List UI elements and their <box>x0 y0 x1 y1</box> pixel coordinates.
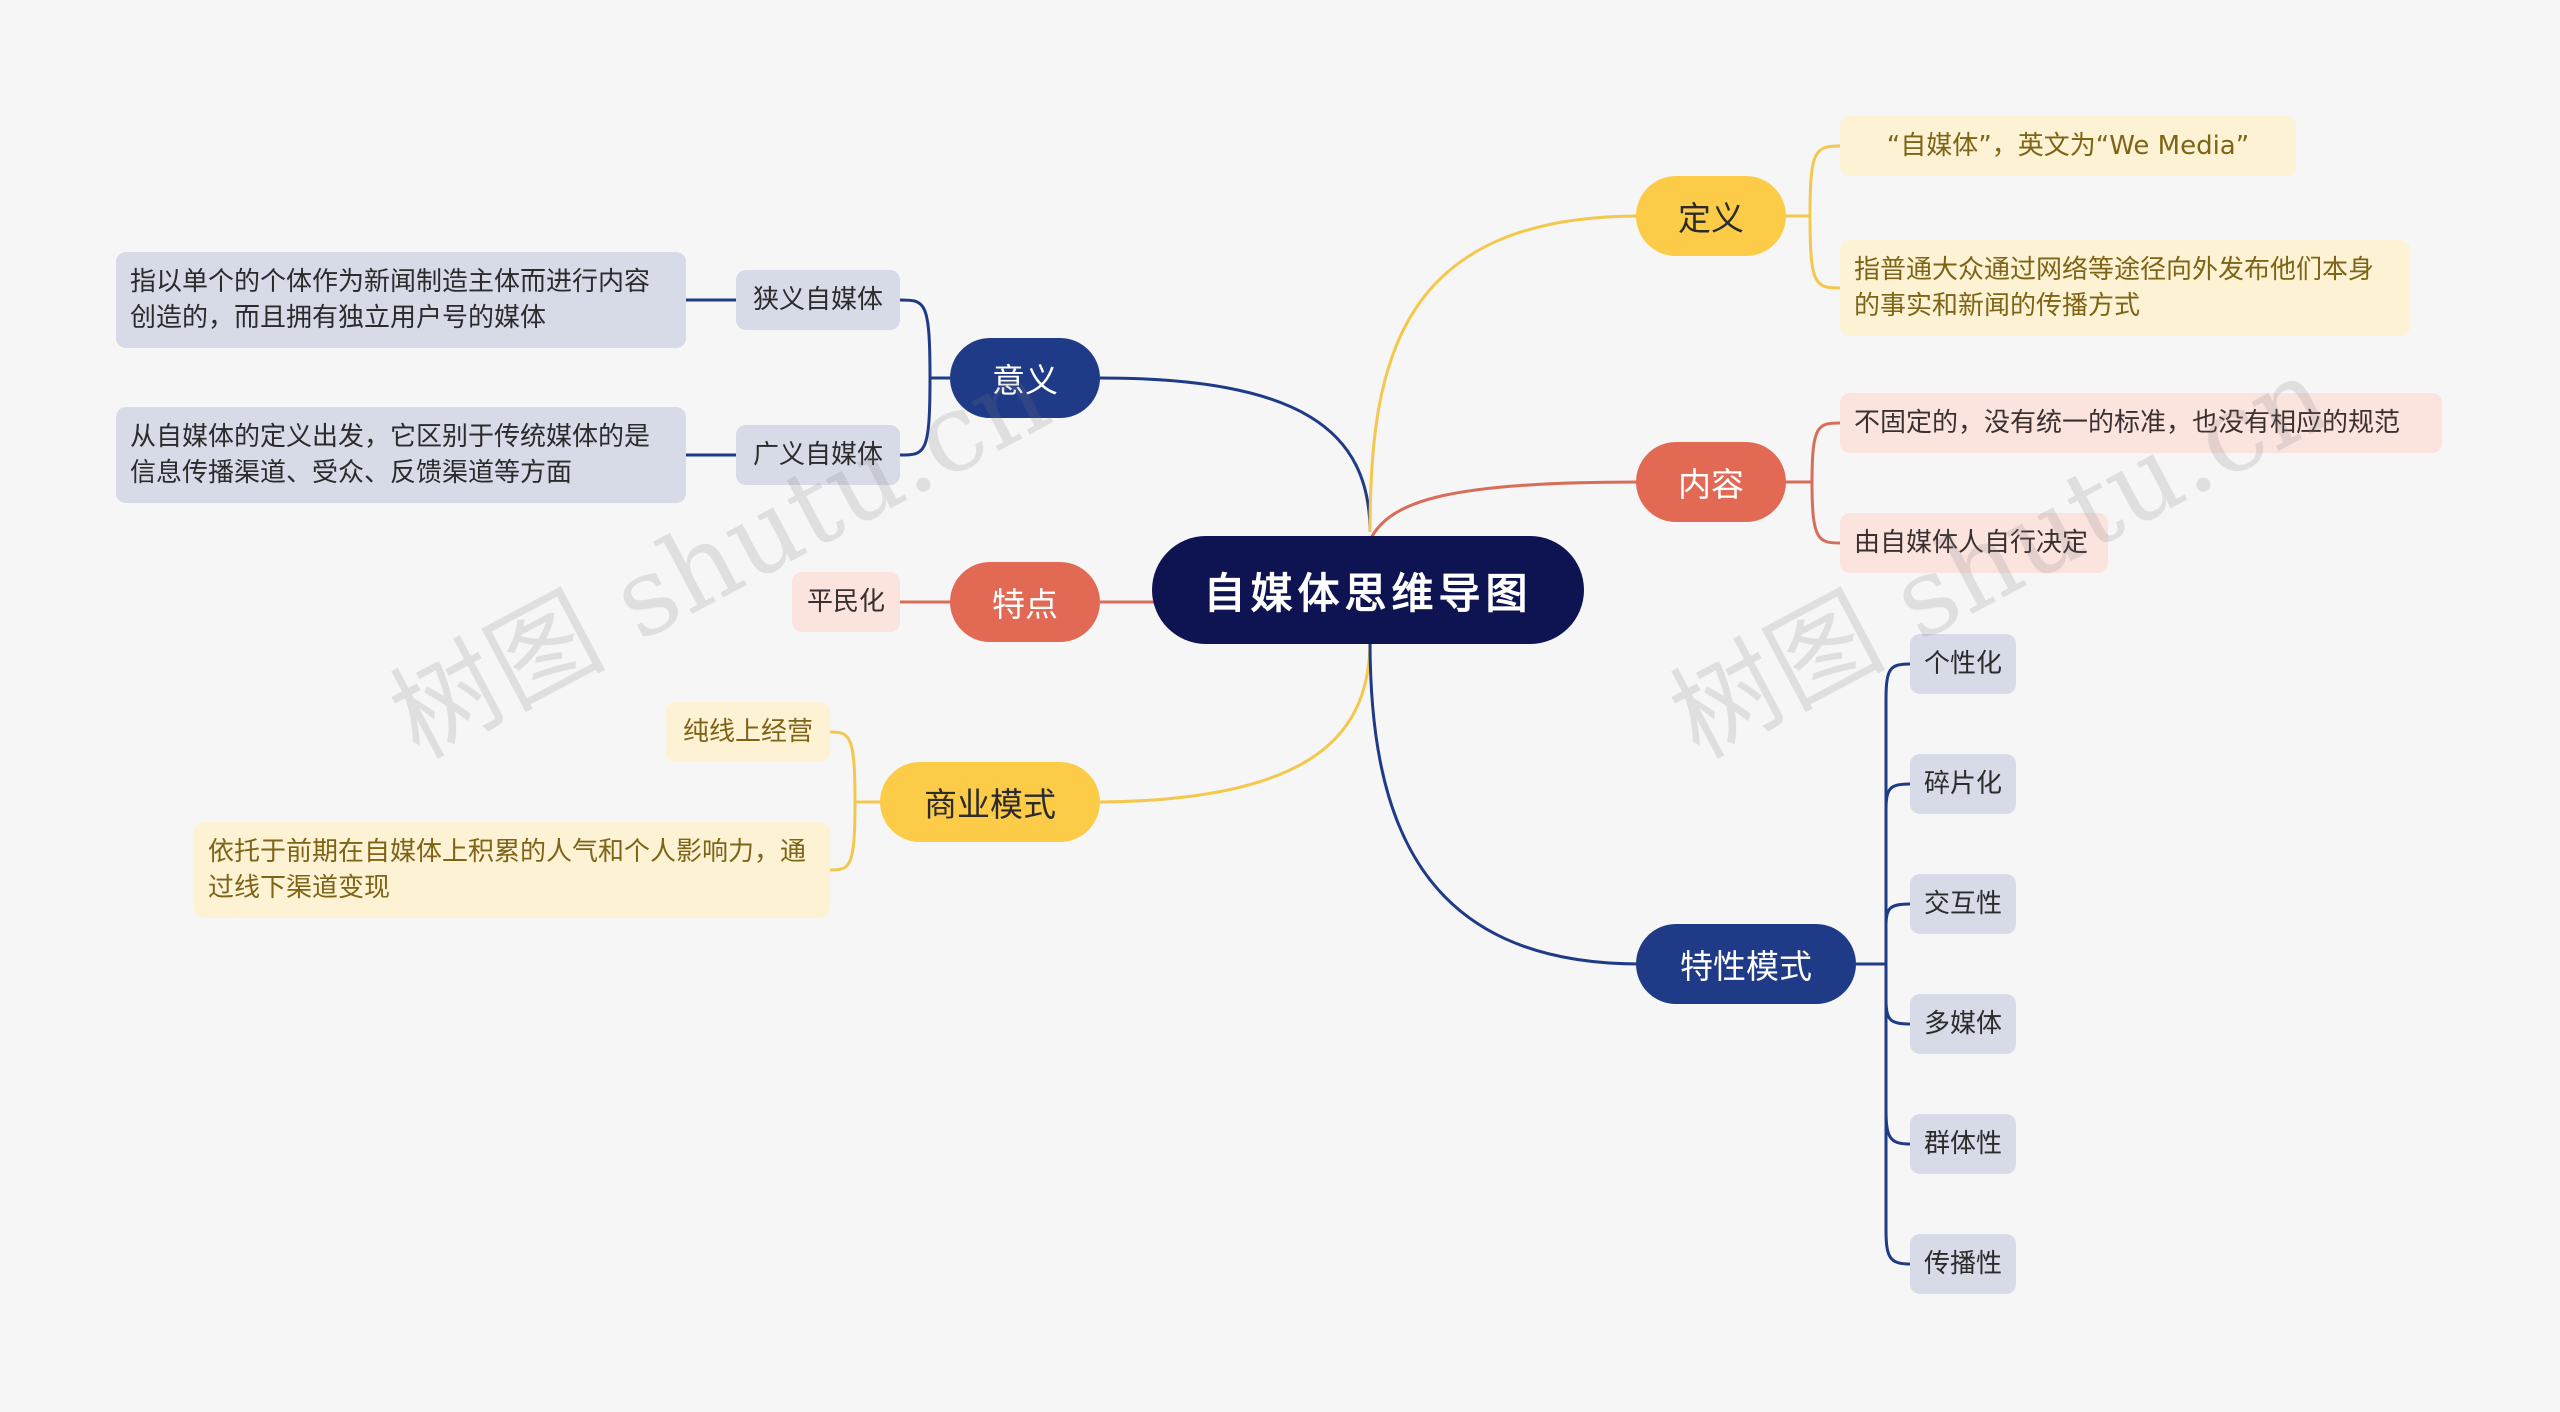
business-item-offline[interactable]: 依托于前期在自媒体上积累的人气和个人影响力，通过线下渠道变现 <box>194 822 830 918</box>
content-item-unfixed[interactable]: 不固定的，没有统一的标准，也没有相应的规范 <box>1840 393 2442 453</box>
branch-feature[interactable]: 特点 <box>950 562 1100 642</box>
branch-definition[interactable]: 定义 <box>1636 176 1786 256</box>
mode-item-group[interactable]: 群体性 <box>1910 1114 2016 1174</box>
mode-item-interactive[interactable]: 交互性 <box>1910 874 2016 934</box>
business-item-online[interactable]: 纯线上经营 <box>666 702 830 762</box>
branch-business[interactable]: 商业模式 <box>880 762 1100 842</box>
feature-item[interactable]: 平民化 <box>792 572 900 632</box>
mode-item-personalized[interactable]: 个性化 <box>1910 634 2016 694</box>
meaning-broad-node[interactable]: 广义自媒体 <box>736 425 900 485</box>
branch-content[interactable]: 内容 <box>1636 442 1786 522</box>
root-topic[interactable]: 自媒体思维导图 <box>1152 536 1584 644</box>
meaning-narrow-desc[interactable]: 指以单个的个体作为新闻制造主体而进行内容创造的，而且拥有独立用户号的媒体 <box>116 252 686 348</box>
definition-item-meaning[interactable]: 指普通大众通过网络等途径向外发布他们本身的事实和新闻的传播方式 <box>1840 240 2410 336</box>
mode-item-spread[interactable]: 传播性 <box>1910 1234 2016 1294</box>
content-item-self-decided[interactable]: 由自媒体人自行决定 <box>1840 513 2108 573</box>
definition-item-english[interactable]: “自媒体”，英文为“We Media” <box>1840 116 2296 176</box>
meaning-broad-desc[interactable]: 从自媒体的定义出发，它区别于传统媒体的是信息传播渠道、受众、反馈渠道等方面 <box>116 407 686 503</box>
branch-meaning[interactable]: 意义 <box>950 338 1100 418</box>
mode-item-fragmented[interactable]: 碎片化 <box>1910 754 2016 814</box>
mode-item-multimedia[interactable]: 多媒体 <box>1910 994 2016 1054</box>
branch-mode[interactable]: 特性模式 <box>1636 924 1856 1004</box>
meaning-narrow-node[interactable]: 狭义自媒体 <box>736 270 900 330</box>
